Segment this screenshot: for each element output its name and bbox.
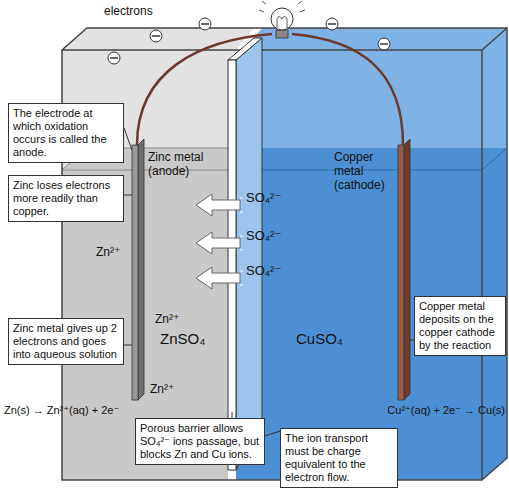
wire xyxy=(292,34,403,145)
liquid-surface xyxy=(62,170,228,171)
barrier-top xyxy=(228,38,262,60)
ion-dashes xyxy=(240,198,244,285)
bulb-filament xyxy=(277,17,287,29)
callout-text: Copper metal deposits on the copper cath… xyxy=(419,300,501,352)
label: SO₄²⁻ xyxy=(246,228,286,243)
wire xyxy=(137,34,272,145)
barrier-side xyxy=(236,38,262,470)
bulb-base xyxy=(276,30,288,38)
copper-electrode-side xyxy=(404,139,410,400)
bulb-rays xyxy=(259,1,305,12)
label: Zn²⁺ xyxy=(96,245,130,259)
callout-box: The ion transport must be charge equival… xyxy=(280,428,398,488)
label: SO₄²⁻ xyxy=(246,190,286,205)
tank-edge xyxy=(482,28,507,50)
callout-box: The electrode at which oxidation occurs … xyxy=(8,103,124,163)
label: ZnSO₄ xyxy=(160,330,220,347)
copper-compartment-upper xyxy=(236,28,507,480)
copper-electrode xyxy=(398,145,404,400)
callout-text: Porous barrier allows SO₄²⁻ ions passage… xyxy=(140,422,260,461)
label: Zn²⁺ xyxy=(155,312,189,326)
label: electrons xyxy=(104,4,174,18)
light-bulb xyxy=(271,8,293,30)
label: Copper metal (cathode) xyxy=(334,150,394,192)
label: Cu²⁺(aq) + 2e⁻ → Cu(s) xyxy=(340,404,505,417)
callout-box: Copper metal deposits on the copper cath… xyxy=(414,296,506,356)
callout-text: Zinc loses electrons more readily than c… xyxy=(13,179,119,218)
callout-box: Porous barrier allows SO₄²⁻ ions passage… xyxy=(135,418,265,465)
label: Zn²⁺ xyxy=(150,382,184,396)
porous-barrier xyxy=(228,60,236,470)
callout-box: Zinc metal gives up 2 electrons and goes… xyxy=(8,318,124,365)
ion-arrows xyxy=(196,194,240,289)
callout-box: Zinc loses electrons more readily than c… xyxy=(8,175,124,222)
label: CuSO₄ xyxy=(296,330,356,347)
label: Zinc metal (anode) xyxy=(148,150,210,178)
tank-back xyxy=(62,28,507,480)
label: SO₄²⁻ xyxy=(246,263,286,278)
label: Zn(s) → Zn²⁺(aq) + 2e⁻ xyxy=(4,404,154,417)
callout-text: The ion transport must be charge equival… xyxy=(285,432,393,484)
electron-symbols xyxy=(108,18,390,64)
leader-lines xyxy=(124,128,414,440)
callout-text: Zinc metal gives up 2 electrons and goes… xyxy=(13,322,119,361)
callout-text: The electrode at which oxidation occurs … xyxy=(13,107,119,159)
zinc-electrode-side xyxy=(138,139,144,400)
zinc-electrode xyxy=(132,145,138,400)
